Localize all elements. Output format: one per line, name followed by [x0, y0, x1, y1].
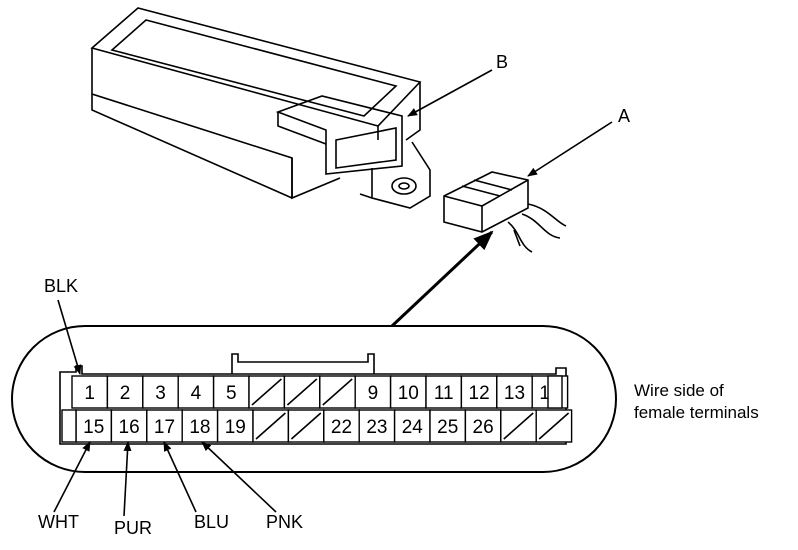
terminal-number: 5	[226, 383, 237, 404]
terminal-number: 17	[154, 417, 175, 438]
terminal-number: 23	[366, 417, 387, 438]
view-direction-arrow	[390, 230, 494, 328]
terminal-number: 10	[398, 383, 419, 404]
terminal-number: 15	[83, 417, 104, 438]
terminal-number: 18	[189, 417, 210, 438]
terminal-number: 1	[84, 383, 95, 404]
terminal-view-outline	[11, 325, 617, 473]
wire-color-pur: PUR	[114, 518, 152, 538]
terminal-25	[429, 409, 467, 443]
terminal-13	[496, 375, 533, 409]
terminal-15	[75, 409, 113, 443]
callout-a-label: A	[618, 106, 630, 126]
callout-a-leader	[527, 121, 613, 177]
terminal-4	[177, 375, 215, 409]
note-line-2: female terminals	[634, 403, 759, 422]
terminal-grid: 123459101112131415161718192223242526	[59, 353, 573, 445]
note-line-1: Wire side of	[634, 381, 724, 400]
terminal-24	[393, 409, 431, 443]
pur-leader	[123, 441, 132, 517]
terminal-number: 12	[469, 383, 490, 404]
wire-color-blk: BLK	[44, 276, 78, 296]
wht-leader	[53, 441, 91, 513]
terminal-11	[425, 375, 463, 409]
unused-terminal-slash	[322, 378, 353, 406]
unused-terminal-slash	[290, 412, 322, 440]
wire-color-blu: BLU	[194, 512, 229, 532]
terminal-number: 24	[402, 417, 424, 438]
callout-b-leader	[407, 69, 493, 117]
terminal-number: 13	[504, 383, 525, 404]
callout-b-label: B	[496, 52, 508, 72]
terminal-number: 25	[437, 417, 458, 438]
terminal-17	[146, 409, 183, 443]
terminal-number: 26	[473, 417, 494, 438]
unused-terminal-slash	[538, 412, 570, 440]
terminal-5	[212, 375, 250, 409]
blu-leader	[163, 441, 197, 513]
control-unit-illustration	[90, 7, 431, 209]
harness-connector-illustration	[443, 171, 567, 253]
blk-leader	[57, 299, 82, 375]
terminal-number: 2	[120, 383, 131, 404]
terminal-3	[142, 375, 179, 409]
unused-terminal-slash	[255, 412, 286, 440]
terminal-18	[181, 409, 219, 443]
terminal-number: 9	[368, 383, 379, 404]
unused-terminal-slash	[286, 378, 318, 406]
connector-end-cell	[547, 375, 563, 409]
terminal-26	[464, 409, 502, 443]
terminal-number: 19	[225, 417, 246, 438]
unused-terminal-slash	[503, 412, 534, 440]
pnk-leader	[201, 441, 277, 513]
terminal-1	[71, 375, 109, 409]
terminal-number: 3	[155, 383, 166, 404]
terminal-number: 22	[331, 417, 352, 438]
connector-end-cell	[61, 409, 77, 443]
terminal-9	[354, 375, 392, 409]
terminal-number: 4	[191, 383, 202, 404]
wire-color-wht: WHT	[38, 512, 79, 532]
terminal-number: 11	[434, 383, 454, 404]
terminal-10	[389, 375, 427, 409]
wire-color-pnk: PNK	[266, 512, 303, 532]
terminal-number: 16	[119, 417, 140, 438]
terminal-19	[216, 409, 254, 443]
unused-terminal-slash	[251, 378, 282, 406]
connector-lock-tab	[231, 353, 375, 374]
